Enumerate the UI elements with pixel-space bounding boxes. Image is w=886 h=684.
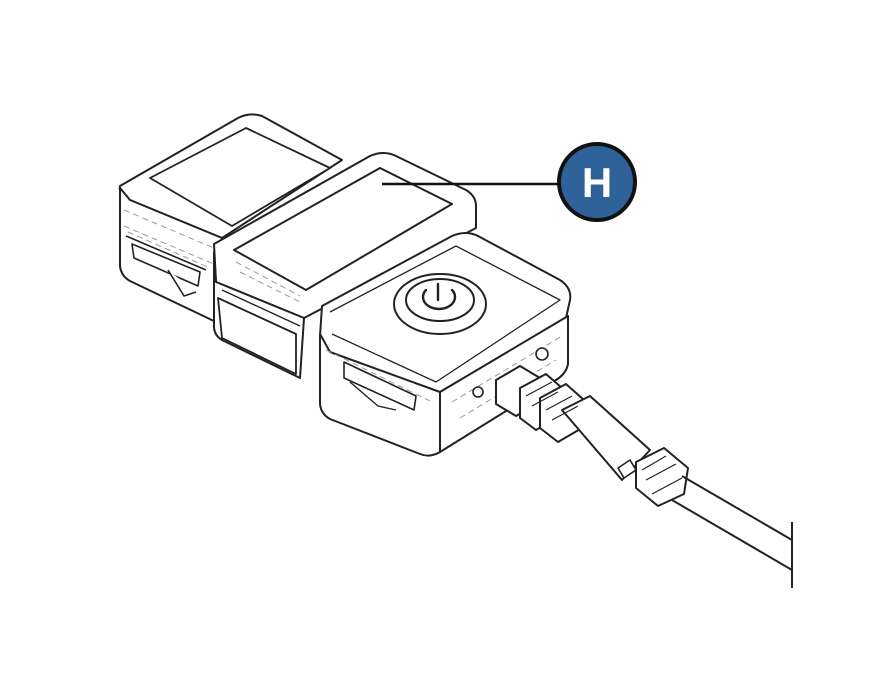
connector-collar-ridges: [641, 455, 683, 495]
power-module-rim: [329, 245, 561, 383]
connector-ring-ridges: [525, 381, 579, 421]
callout-h: H: [382, 142, 637, 222]
indicator-led-secondary: [472, 386, 484, 398]
connector-collar: [635, 447, 689, 507]
power-module-slot: [343, 361, 417, 411]
rear-module: [118, 113, 343, 323]
display-module: [213, 152, 477, 379]
display-module-hidden-edge: [235, 261, 301, 303]
rear-module-hidden-edge: [123, 209, 215, 269]
rear-module-side-slot: [125, 235, 207, 271]
power-button-cap[interactable]: [405, 278, 475, 322]
power-module-latch: [349, 381, 397, 411]
cable: [671, 475, 793, 588]
display-module-lower-panel: [217, 297, 297, 375]
cable-connector: [495, 365, 689, 507]
callout-badge: [559, 144, 635, 220]
indicator-led: [535, 347, 549, 361]
rear-module-latch: [167, 269, 197, 297]
rear-module-window: [149, 127, 331, 227]
display-screen: [233, 167, 453, 291]
cable-edge-lower: [671, 499, 793, 571]
display-module-groove: [221, 289, 301, 327]
callout-badge-outline: [557, 142, 637, 222]
power-button[interactable]: [393, 273, 487, 335]
connector-sleeve: [561, 395, 651, 481]
cable-edge-upper: [681, 475, 793, 541]
power-icon: [421, 282, 457, 311]
rear-module-slot: [131, 243, 201, 287]
power-module-hidden-edge: [325, 335, 563, 419]
callout-label: H: [582, 159, 612, 206]
